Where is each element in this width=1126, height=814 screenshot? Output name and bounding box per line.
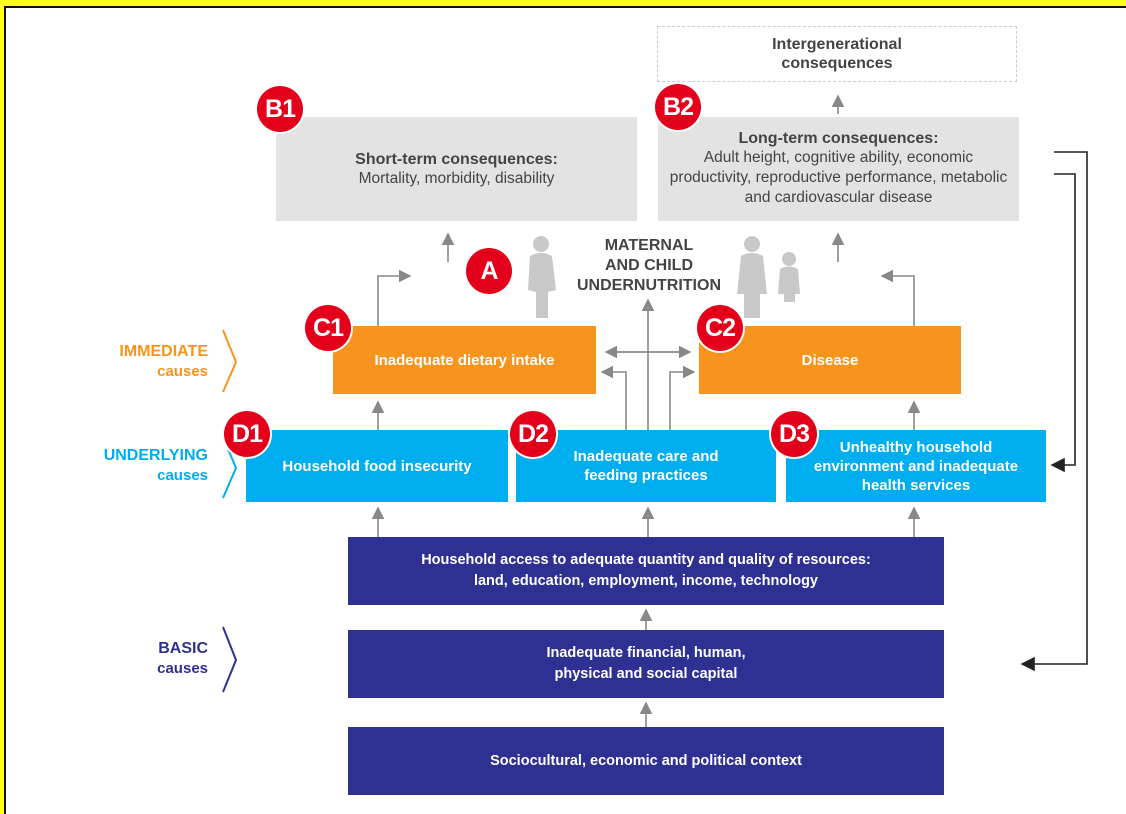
- long-term-body: Adult height, cognitive ability, economi…: [669, 149, 1008, 206]
- badge-d3: D3: [771, 411, 817, 457]
- basic-label-title: BASIC: [158, 640, 208, 657]
- badge-a: A: [466, 248, 512, 294]
- badge-b2: B2: [655, 84, 701, 130]
- care-feeding-box: Inadequate care and feeding practices: [516, 430, 776, 502]
- household-access-text: Household access to adequate quantity an…: [421, 552, 871, 589]
- long-term-title: Long-term consequences:: [738, 130, 939, 147]
- basic-label: BASIC causes: [60, 639, 208, 679]
- dietary-intake-text: Inadequate dietary intake: [374, 351, 555, 369]
- long-term-box: Long-term consequences: Adult height, co…: [658, 117, 1019, 221]
- disease-text: Disease: [801, 351, 859, 369]
- immediate-label: IMMEDIATE causes: [60, 342, 208, 382]
- badge-d1: D1: [224, 411, 270, 457]
- badge-c1: C1: [305, 305, 351, 351]
- capital-text: Inadequate financial, human, physical an…: [546, 645, 746, 682]
- underlying-label-sub: causes: [157, 467, 208, 484]
- intergenerational-text: Intergenerational consequences: [772, 36, 902, 72]
- household-access-box: Household access to adequate quantity an…: [348, 537, 944, 605]
- badge-c2: C2: [697, 305, 743, 351]
- underlying-label-title: UNDERLYING: [103, 447, 208, 464]
- care-feeding-text: Inadequate care and feeding practices: [573, 448, 719, 484]
- food-insecurity-box: Household food insecurity: [246, 430, 508, 502]
- short-term-title: Short-term consequences:: [355, 150, 558, 168]
- intergenerational-box: Intergenerational consequences: [657, 26, 1017, 82]
- basic-label-sub: causes: [157, 660, 208, 677]
- badge-d2: D2: [510, 411, 556, 457]
- dietary-intake-box: Inadequate dietary intake: [333, 326, 596, 394]
- underlying-label: UNDERLYING causes: [60, 446, 208, 486]
- short-term-box: Short-term consequences: Mortality, morb…: [276, 117, 637, 221]
- household-environment-text: Unhealthy household environment and inad…: [813, 438, 1019, 494]
- immediate-label-title: IMMEDIATE: [119, 343, 208, 360]
- household-environment-box: Unhealthy household environment and inad…: [786, 430, 1046, 502]
- disease-box: Disease: [699, 326, 961, 394]
- context-text: Sociocultural, economic and political co…: [490, 752, 802, 769]
- badge-b1: B1: [257, 86, 303, 132]
- food-insecurity-text: Household food insecurity: [282, 457, 472, 475]
- context-box: Sociocultural, economic and political co…: [348, 727, 944, 795]
- capital-box: Inadequate financial, human, physical an…: [348, 630, 944, 698]
- immediate-label-sub: causes: [157, 363, 208, 380]
- center-title: MATERNAL AND CHILD UNDERNUTRITION: [577, 237, 721, 294]
- short-term-body: Mortality, morbidity, disability: [358, 169, 555, 187]
